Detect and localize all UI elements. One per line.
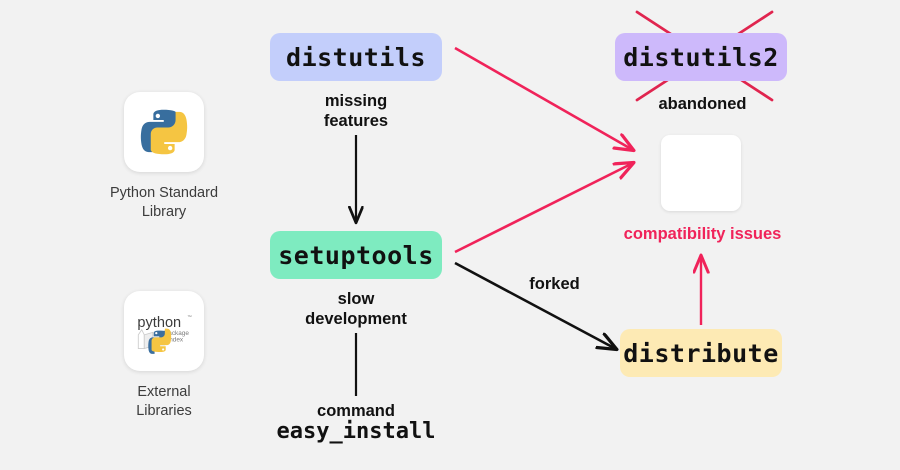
node-setuptools[interactable]: setuptools bbox=[270, 231, 442, 279]
edge-label-abandoned: abandoned bbox=[658, 95, 747, 113]
node-distutils2[interactable]: distutils2 bbox=[615, 33, 787, 81]
edge-label-missing-features: missing features bbox=[323, 92, 389, 131]
edge-label-forked: forked bbox=[529, 275, 580, 293]
edge-distutils-compat bbox=[454, 46, 633, 150]
svg-text:Index: Index bbox=[167, 337, 183, 344]
sidebar-item-python-standard-library[interactable]: Python Standard Library bbox=[89, 92, 239, 222]
sidebar-item-label: Python Standard Library bbox=[109, 185, 219, 221]
sidebar-item-label: External Libraries bbox=[136, 384, 192, 420]
annotation-easy-install: easy_install bbox=[276, 419, 436, 444]
node-distutils[interactable]: distutils bbox=[270, 33, 442, 81]
python-logo-icon bbox=[140, 109, 188, 155]
pypi-logo-tile: python ™ Package Index bbox=[124, 291, 204, 371]
node-blank-box[interactable] bbox=[661, 135, 741, 211]
sidebar-item-external-libraries[interactable]: python ™ Package Index External Librarie… bbox=[89, 291, 239, 421]
svg-text:Package: Package bbox=[164, 330, 189, 337]
pypi-logo-icon: python ™ Package Index bbox=[137, 315, 192, 354]
svg-text:python: python bbox=[137, 315, 181, 331]
annotation-compatibility-issues: compatibility issues bbox=[623, 225, 782, 243]
node-distribute[interactable]: distribute bbox=[620, 329, 782, 377]
python-logo-tile bbox=[124, 92, 204, 172]
edge-label-slow-development: slow development bbox=[305, 290, 407, 329]
svg-text:™: ™ bbox=[187, 315, 192, 320]
annotation-command-label: command bbox=[317, 402, 395, 420]
